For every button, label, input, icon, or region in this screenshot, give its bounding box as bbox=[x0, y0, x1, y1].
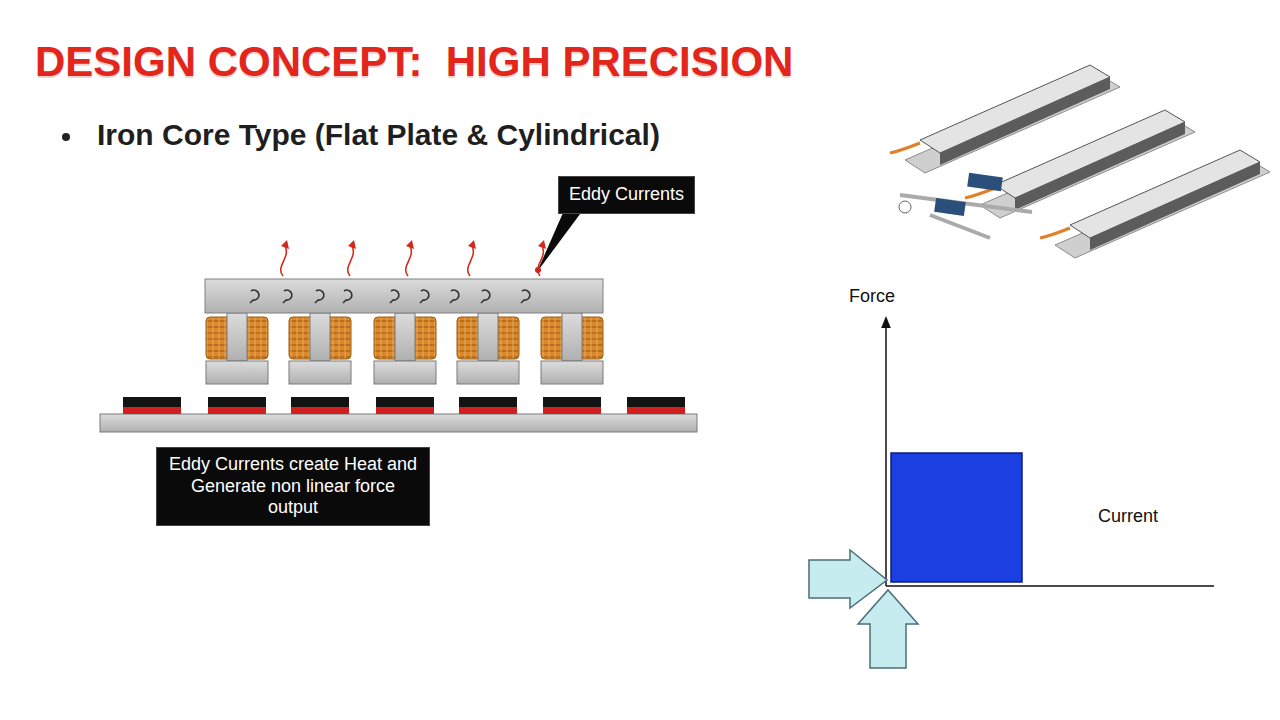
magnet-pole bbox=[291, 407, 349, 414]
eddy-current-mark bbox=[390, 290, 399, 303]
magnet bbox=[459, 397, 517, 408]
heat-arrow-head bbox=[348, 240, 356, 249]
pointer-tip bbox=[535, 267, 541, 273]
eddy-current-mark bbox=[450, 290, 459, 303]
heat-arrow bbox=[468, 246, 474, 276]
armature-plate bbox=[205, 279, 603, 313]
heat-arrow-head bbox=[281, 240, 289, 249]
heat-arrow bbox=[281, 246, 287, 276]
heat-arrow-head bbox=[406, 240, 414, 249]
magnet bbox=[543, 397, 601, 408]
heat-arrow-head bbox=[538, 240, 546, 249]
magnet-pole bbox=[459, 407, 517, 414]
magnet-pole bbox=[543, 407, 601, 414]
core-tooth bbox=[310, 313, 330, 361]
bullet-text: Iron Core Type (Flat Plate & Cylindrical… bbox=[97, 118, 660, 152]
y-axis bbox=[885, 322, 887, 586]
x-axis bbox=[886, 585, 1214, 587]
axis-label: Current bbox=[1098, 506, 1158, 527]
core-tooth bbox=[227, 313, 247, 361]
note-box: Eddy Currents create Heat and Generate n… bbox=[156, 447, 430, 526]
core-tooth bbox=[562, 313, 582, 361]
magnet bbox=[627, 397, 685, 408]
magnet-pole bbox=[208, 407, 266, 414]
core-tooth bbox=[478, 313, 498, 361]
callout-pointer bbox=[537, 206, 586, 272]
input-arrow bbox=[858, 590, 918, 668]
magnet-pole bbox=[123, 407, 181, 414]
pole-shoe bbox=[541, 361, 603, 384]
magnet bbox=[376, 397, 434, 408]
cylindrical-motor-product bbox=[899, 173, 1032, 238]
eddy-current-mark bbox=[521, 290, 530, 303]
pole-shoe bbox=[457, 361, 519, 384]
force-current-chart bbox=[809, 322, 1214, 668]
magnet bbox=[291, 397, 349, 408]
pole-shoe bbox=[206, 361, 268, 384]
pole-shoe bbox=[374, 361, 436, 384]
eddy-current-mark bbox=[283, 290, 292, 303]
pole-shoe bbox=[289, 361, 351, 384]
heat-arrow-head bbox=[468, 240, 476, 249]
magnet-pole bbox=[627, 407, 685, 414]
magnet-track bbox=[100, 414, 697, 432]
core-tooth bbox=[395, 313, 415, 361]
eddy-current-mark bbox=[250, 290, 259, 303]
linear-motor-product bbox=[1040, 150, 1270, 258]
magnet bbox=[208, 397, 266, 408]
eddy-current-mark bbox=[420, 290, 429, 303]
product-photos bbox=[890, 65, 1270, 258]
bullet-dot bbox=[62, 133, 70, 141]
eddy-current-mark bbox=[343, 290, 352, 303]
input-arrow bbox=[809, 550, 887, 608]
callout-box: Eddy Currents bbox=[558, 176, 695, 214]
magnet-pole bbox=[376, 407, 434, 414]
box-text: Eddy Currents bbox=[569, 184, 684, 206]
slide-title: DESIGN CONCEPT: HIGH PRECISION bbox=[35, 38, 793, 86]
magnet bbox=[123, 397, 181, 408]
eddy-current-mark bbox=[315, 290, 324, 303]
axis-label: Force bbox=[849, 286, 895, 307]
motor-illustration bbox=[100, 240, 697, 432]
eddy-current-mark bbox=[481, 290, 490, 303]
heat-arrow bbox=[406, 246, 412, 276]
heat-arrow bbox=[348, 246, 354, 276]
force-block bbox=[891, 453, 1022, 582]
box-text: Eddy Currents create Heat and Generate n… bbox=[167, 454, 419, 519]
